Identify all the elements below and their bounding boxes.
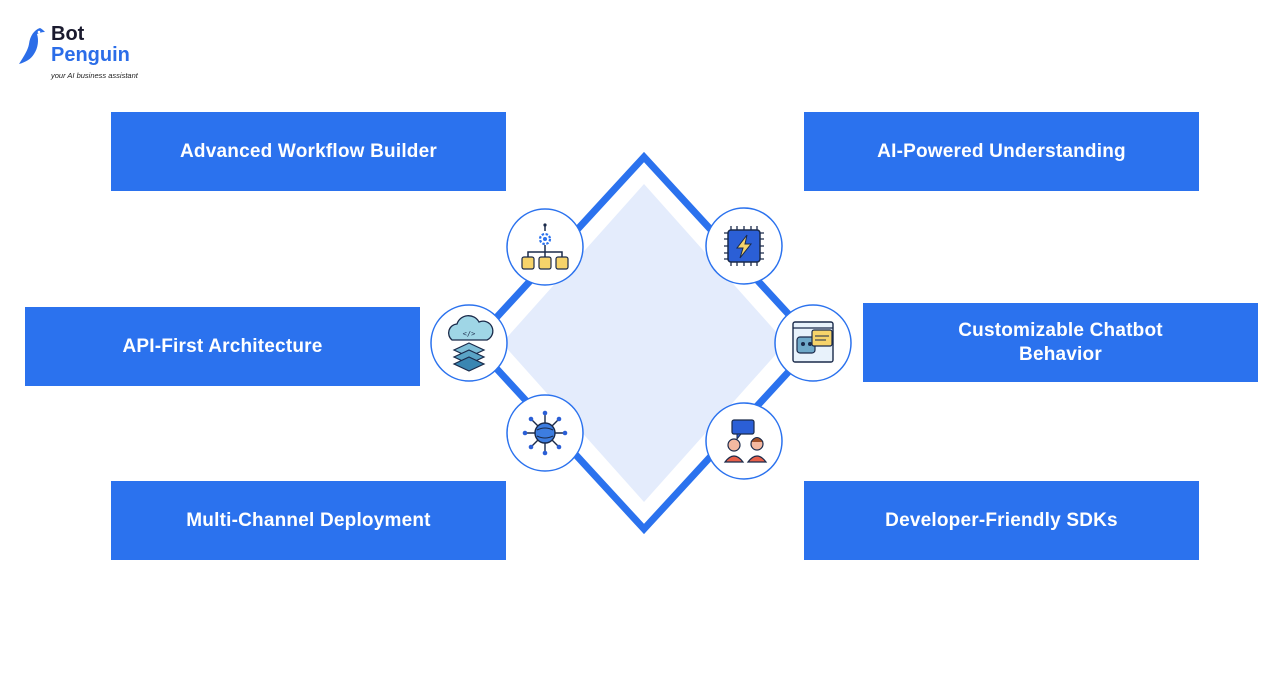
chatbot-screen-icon <box>774 304 852 382</box>
feature-label: Developer-Friendly SDKs <box>885 509 1118 531</box>
workflow-icon <box>506 208 584 286</box>
brand-tagline: your AI business assistant <box>51 71 138 80</box>
feature-label: AI-Powered Understanding <box>877 140 1126 162</box>
feature-label: API-First Architecture <box>122 335 323 357</box>
feature-label: Advanced Workflow Builder <box>180 140 437 162</box>
feature-label: Multi-Channel Deployment <box>186 509 431 531</box>
brand-name-line1: Bot <box>51 23 85 45</box>
feature-advanced-workflow-builder: Advanced Workflow Builder <box>111 112 506 191</box>
brand-name-line2: Penguin <box>51 44 130 66</box>
brand-logo: Bot Penguin your AI business assistant <box>18 24 168 84</box>
feature-developer-friendly-sdks: Developer-Friendly SDKs <box>804 481 1199 560</box>
ai-chip-icon <box>705 207 783 285</box>
svg-text:</>: </> <box>463 330 476 338</box>
people-chat-icon <box>705 402 783 480</box>
feature-ai-powered-understanding: AI-Powered Understanding <box>804 112 1199 191</box>
network-hub-icon <box>506 394 584 472</box>
penguin-logo-icon <box>19 28 45 64</box>
feature-multi-channel-deployment: Multi-Channel Deployment <box>111 481 506 560</box>
feature-customizable-chatbot-behavior: Customizable Chatbot Behavior <box>863 303 1258 382</box>
feature-label: Customizable Chatbot Behavior <box>958 319 1163 365</box>
feature-api-first-architecture: API-First Architecture <box>25 307 420 386</box>
cloud-api-icon: </> <box>430 304 508 382</box>
